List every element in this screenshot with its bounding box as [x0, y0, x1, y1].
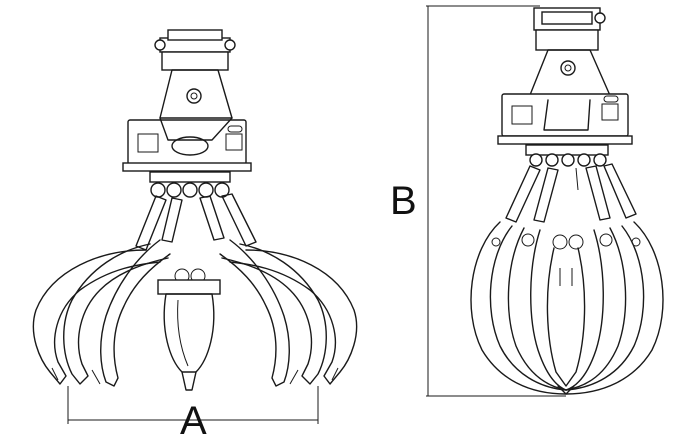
open-cylinders	[135, 193, 257, 251]
dimension-b	[426, 5, 566, 397]
open-hub	[149, 171, 231, 284]
closed-rotator	[497, 93, 633, 145]
closed-tines	[470, 221, 664, 395]
open-center-tine	[157, 279, 221, 391]
open-grapple-front-view: A	[32, 29, 358, 436]
dimension-a-label: A	[180, 399, 207, 436]
open-left-tines	[32, 239, 171, 387]
closed-cylinders	[505, 163, 637, 223]
open-rotator	[122, 69, 252, 172]
open-mount-bracket	[154, 29, 236, 71]
closed-hub	[491, 144, 641, 250]
dimension-b-label: B	[390, 179, 417, 223]
open-right-tines	[219, 239, 358, 387]
dimension-a	[67, 386, 319, 424]
closed-mount-bracket	[527, 7, 613, 101]
closed-grapple-side-view: B	[390, 5, 664, 397]
